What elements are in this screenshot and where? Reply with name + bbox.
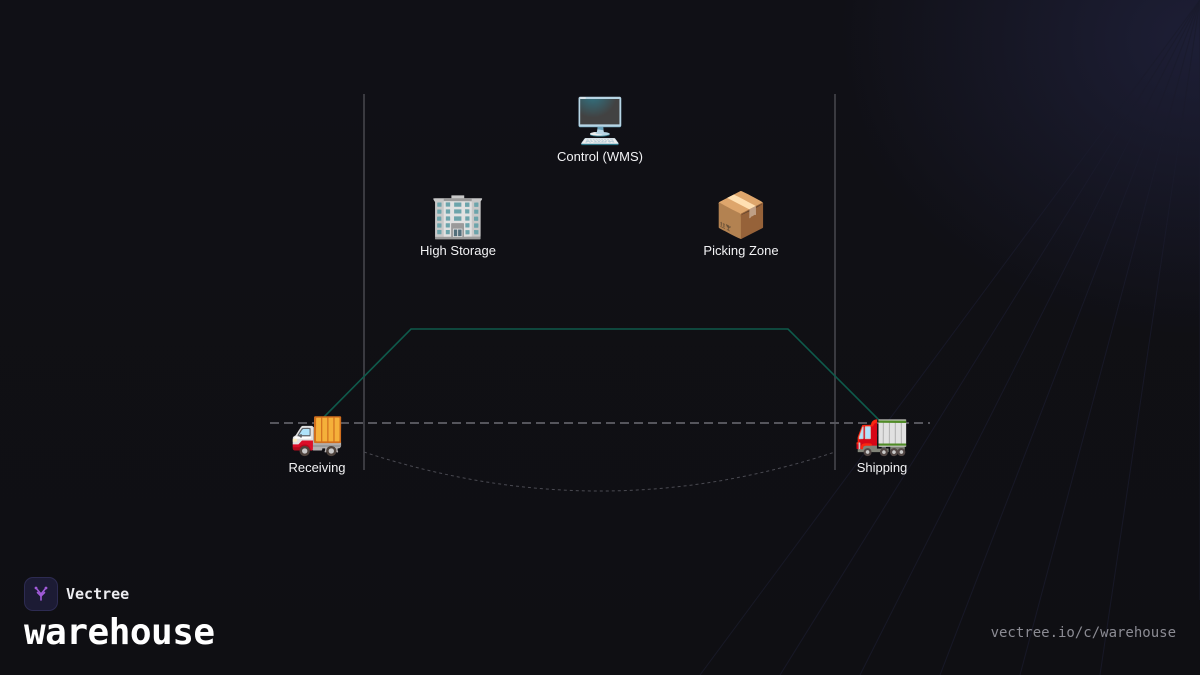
brand[interactable]: Vectree: [24, 577, 129, 611]
page-url-link[interactable]: vectree.io/c/warehouse: [990, 625, 1176, 641]
flow-path: [317, 328, 883, 424]
node-high-storage: 🏢 High Storage: [378, 190, 538, 259]
vectree-tree-logo-icon: [24, 577, 58, 611]
articulated-lorry-icon: 🚛: [854, 407, 910, 458]
logo-mark: [34, 586, 48, 601]
node-receiving: 🚚 Receiving: [237, 407, 397, 476]
return-arc: [363, 451, 836, 492]
node-control-wms: 🖥️ Control (WMS): [520, 96, 680, 165]
delivery-truck-icon: 🚚: [289, 407, 345, 458]
node-label: Control (WMS): [557, 149, 643, 164]
package-icon: 📦: [713, 190, 769, 241]
desktop-computer-icon: 🖥️: [572, 96, 628, 147]
node-label: Shipping: [856, 460, 908, 475]
brand-name: Vectree: [66, 585, 130, 603]
node-shipping: 🚛 Shipping: [802, 407, 962, 476]
office-building-icon: 🏢: [430, 190, 486, 241]
node-label: High Storage: [420, 243, 496, 258]
node-label: Receiving: [288, 460, 346, 475]
page-title: warehouse: [24, 612, 215, 653]
node-label: Picking Zone: [703, 243, 779, 258]
node-picking-zone: 📦 Picking Zone: [661, 190, 821, 259]
